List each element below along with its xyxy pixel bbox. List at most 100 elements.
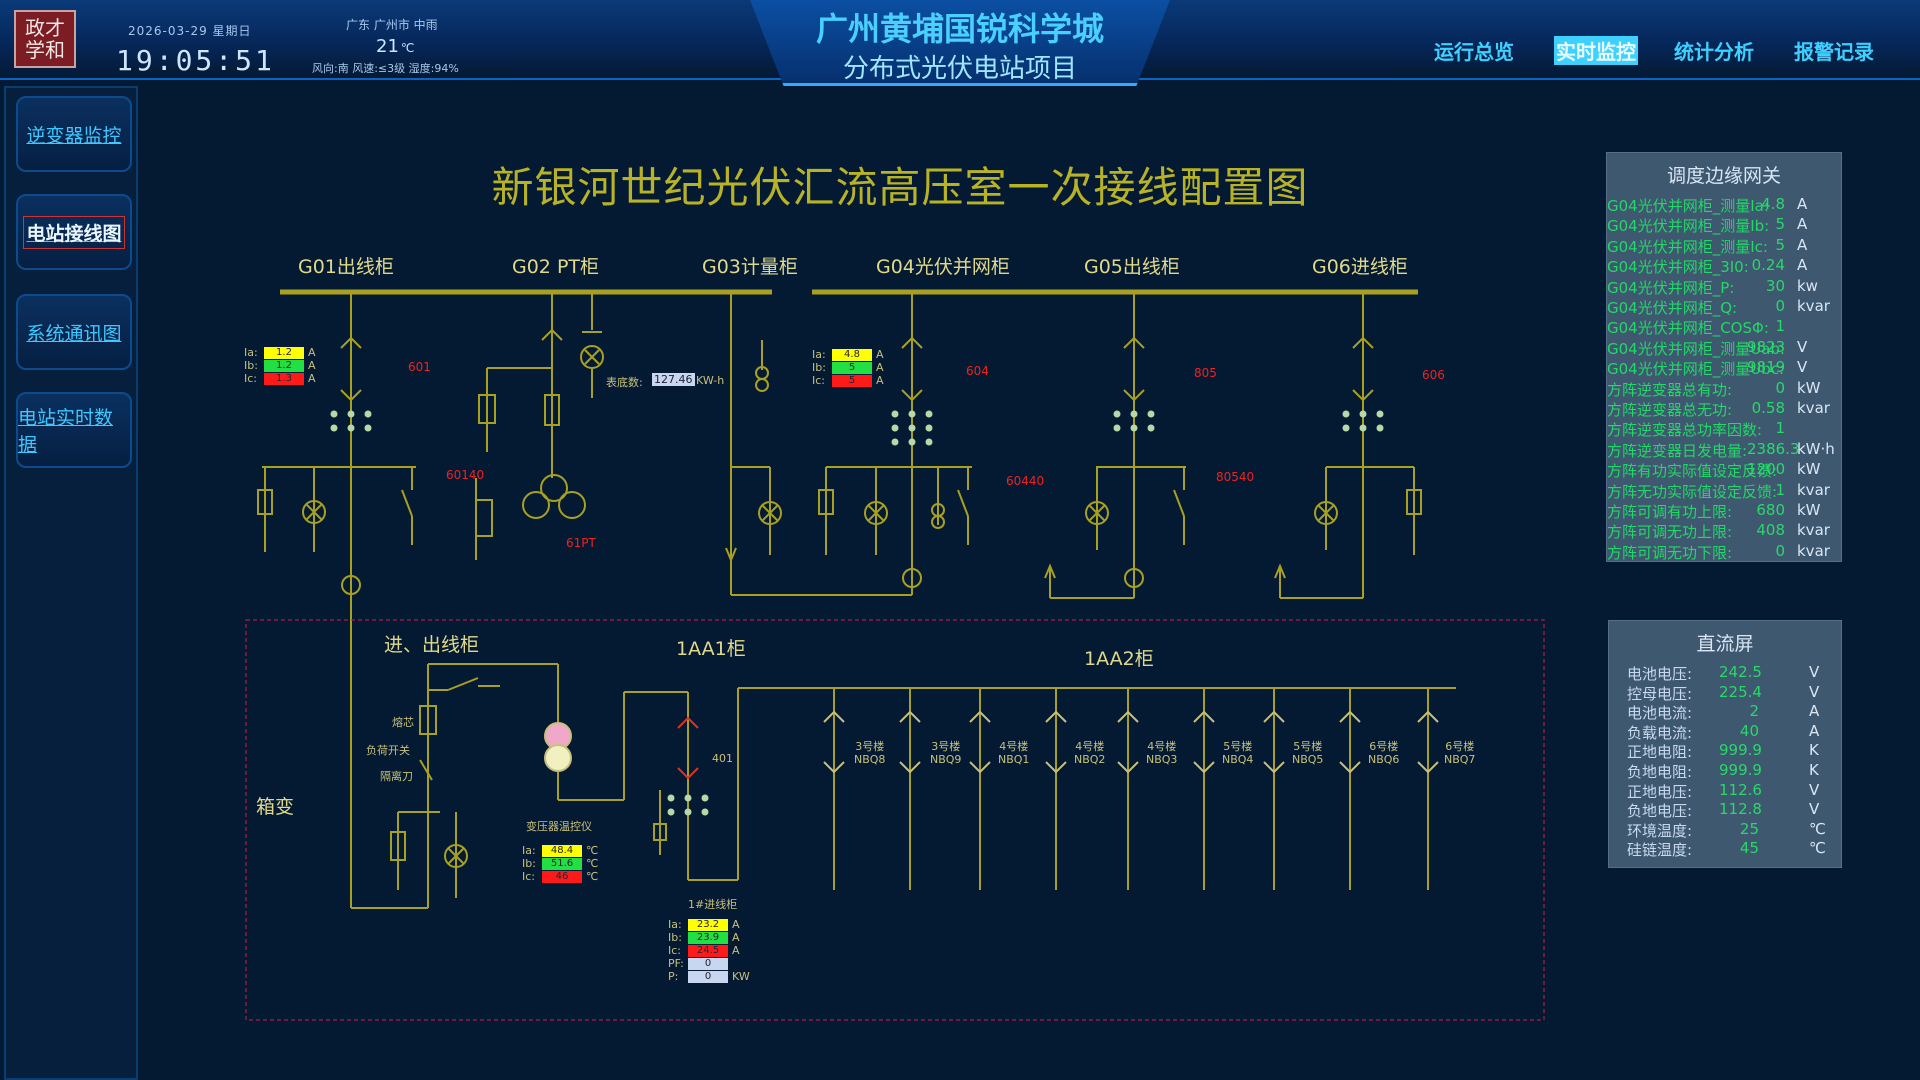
dc-row-label: 负地电压: xyxy=(1627,802,1693,821)
feeder-building: 4号楼 xyxy=(1075,740,1105,753)
nav-statistics[interactable]: 统计分析 xyxy=(1674,40,1754,64)
meter-unit: KW xyxy=(732,970,750,983)
feeder-building: 3号楼 xyxy=(931,740,961,753)
dc-row-unit: K xyxy=(1809,741,1819,760)
meter-value: 0 xyxy=(688,957,728,970)
meter-value: 4.8 xyxy=(832,348,872,361)
gateway-row-value: 408 xyxy=(1756,521,1785,540)
gateway-row-value: 5 xyxy=(1775,235,1785,254)
box-transformer-label: 箱变 xyxy=(256,796,295,818)
dc-row-label: 电池电流: xyxy=(1627,704,1693,723)
sidebar-item-wiring[interactable]: 电站接线图 xyxy=(16,194,132,270)
sidebar-item-label: 系统通讯图 xyxy=(26,322,122,345)
gateway-row-unit: A xyxy=(1797,215,1808,234)
sidebar-item-label: 逆变器监控 xyxy=(26,124,122,147)
meter-unit: A xyxy=(732,944,740,957)
feeder-id: NBQ7 xyxy=(1444,753,1476,766)
meter-value: 46 xyxy=(542,870,582,883)
meter-unit: A xyxy=(308,346,316,359)
logo: 政才 学和 xyxy=(14,10,76,68)
dc-row-unit: ℃ xyxy=(1809,819,1826,838)
dc-row-unit: ℃ xyxy=(1809,839,1826,858)
gateway-row: 方阵逆变器总功率因数:1 xyxy=(1607,419,1841,439)
sidebar-item-comm[interactable]: 系统通讯图 xyxy=(16,294,132,370)
meter-key: Ia: xyxy=(812,348,826,361)
gateway-row-label: G04光伏并网柜_测量Ia: xyxy=(1607,197,1769,215)
gateway-row-value: 30 xyxy=(1765,276,1785,295)
nav-overview[interactable]: 运行总览 xyxy=(1434,40,1514,64)
gateway-row-value: 1 xyxy=(1775,419,1785,438)
feeder-id: NBQ6 xyxy=(1368,753,1400,766)
code-61pt: 61PT xyxy=(566,536,596,550)
dc-row-value: 25 xyxy=(1739,819,1759,838)
sidebar-item-realtime-data[interactable]: 电站实时数据 xyxy=(16,392,132,468)
meter-reading-value: 127.46 xyxy=(652,373,695,386)
code-606: 606 xyxy=(1422,368,1445,382)
gateway-row-label: 方阵可调有功上限: xyxy=(1607,503,1733,521)
dc-row-value: 242.5 xyxy=(1719,663,1762,681)
dc-row-label: 硅链温度: xyxy=(1627,841,1693,860)
dc-row-value: 2 xyxy=(1749,702,1759,721)
gateway-row-label: G04光伏并网柜_COSΦ: xyxy=(1607,319,1769,338)
dc-row-value: 112.8 xyxy=(1719,800,1762,819)
gateway-row-value: 0 xyxy=(1775,541,1785,560)
dc-row-value: 40 xyxy=(1739,721,1759,740)
dc-row-label: 负地电阻: xyxy=(1627,763,1693,781)
meter-key: Ic: xyxy=(244,372,257,385)
meter-unit: A xyxy=(876,361,884,374)
cabinet-1aa2: 1AA2柜 xyxy=(1084,648,1154,670)
gateway-row-label: 方阵可调无功下限: xyxy=(1607,543,1733,562)
cabinet-1aa1: 1AA1柜 xyxy=(676,638,746,660)
meter-key: Ib: xyxy=(812,361,826,374)
dc-row-value: 112.6 xyxy=(1719,780,1762,799)
meter-value: 23.2 xyxy=(688,918,728,931)
gateway-row-value: 1 xyxy=(1775,317,1785,336)
sidebar-item-inverter[interactable]: 逆变器监控 xyxy=(16,96,132,172)
code-60440: 60440 xyxy=(1006,474,1045,488)
dc-row-unit: A xyxy=(1809,702,1820,721)
gateway-row: G04光伏并网柜_COSΦ: 1 xyxy=(1607,317,1841,337)
meter-value: 1.2 xyxy=(264,359,304,372)
meter-reading-label: 表底数: xyxy=(606,376,643,389)
dc-row: 硅链温度:45℃ xyxy=(1609,839,1841,859)
cabinet-g01: G01出线柜 xyxy=(298,256,394,278)
title-banner xyxy=(750,0,1170,86)
dc-row: 环境温度:25℃ xyxy=(1609,820,1841,840)
dc-row-label: 正地电阻: xyxy=(1627,743,1693,762)
gateway-row-value: 9819 xyxy=(1747,358,1786,377)
gateway-row-unit: V xyxy=(1797,337,1808,356)
feeder-id: NBQ2 xyxy=(1074,753,1106,766)
gateway-row-unit: kW xyxy=(1797,460,1821,479)
sidebar-item-label: 电站接线图 xyxy=(23,215,125,249)
feeder-building: 3号楼 xyxy=(855,740,885,753)
gateway-row-label: 方阵逆变器总有功: xyxy=(1607,380,1733,399)
gateway-row-value: 1 xyxy=(1775,480,1785,499)
nav-alarms[interactable]: 报警记录 xyxy=(1794,40,1874,64)
gateway-row-unit: kvar xyxy=(1797,521,1830,540)
nav-realtime[interactable]: 实时监控 xyxy=(1554,36,1638,65)
meter-value: 5 xyxy=(832,361,872,374)
gateway-row-unit: V xyxy=(1797,358,1808,377)
cabinet-g05: G05出线柜 xyxy=(1084,256,1180,278)
load-switch-label: 负荷开关 xyxy=(366,744,410,757)
cabinet-g04: G04光伏并网柜 xyxy=(876,256,1010,278)
gateway-row-unit: kvar xyxy=(1797,297,1830,315)
